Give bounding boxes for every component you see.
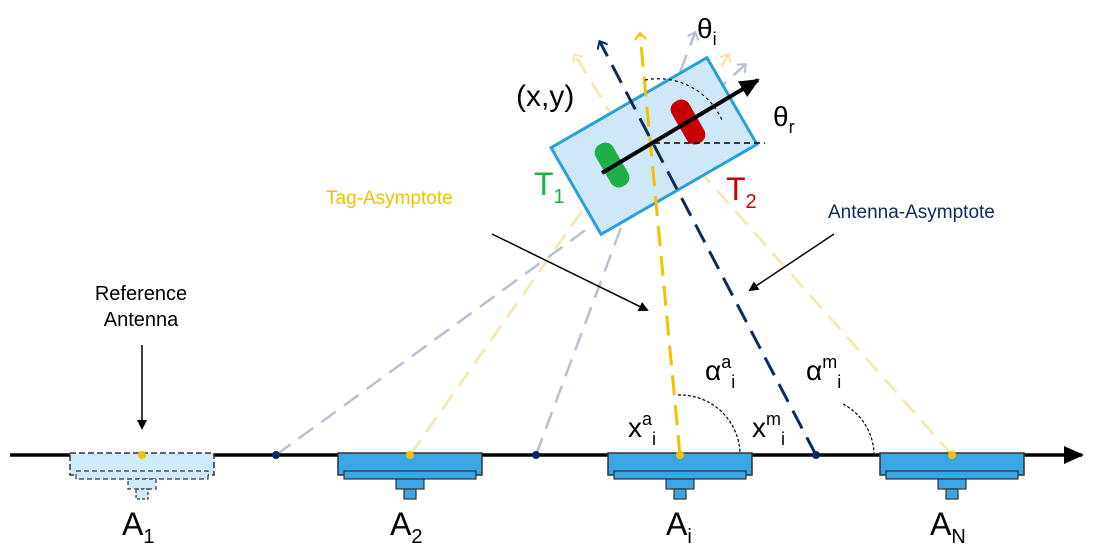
tag-asymptote-label: Tag-Asymptote [326,188,453,209]
antenna-asymptote-label: Antenna-Asymptote [828,202,995,223]
alpha-a-arc [677,394,741,454]
reference-antenna [69,452,215,500]
antenna-asymptote-line [600,42,818,456]
theta-i-label: θi [697,13,717,49]
orientation-arrow [600,78,760,175]
x-a-label: xai [628,409,656,449]
antenna-a2-label: A2 [390,506,422,548]
tag-asymptote-pointer [491,233,649,311]
antenna-an [879,452,1025,500]
alpha-m-label: αmi [806,352,841,392]
antenna-an-label: AN [930,506,966,548]
antenna-asymptote-pointer [748,233,835,292]
tag-asymptote-line [640,34,682,456]
tag2-label: T2 [726,171,757,213]
position-label: (x,y) [516,80,574,113]
theta-r-label: θr [773,101,795,137]
tag1-label: T1 [534,166,565,208]
alpha-m-arc [842,403,875,454]
alpha-a-label: αai [705,352,735,392]
axis-points [138,451,956,459]
x-m-label: xmi [752,409,785,449]
antenna-a2 [337,452,483,500]
antenna-ai-label: Ai [666,506,692,548]
antenna-a1-label: A1 [122,506,154,548]
antenna-ai [607,452,753,500]
